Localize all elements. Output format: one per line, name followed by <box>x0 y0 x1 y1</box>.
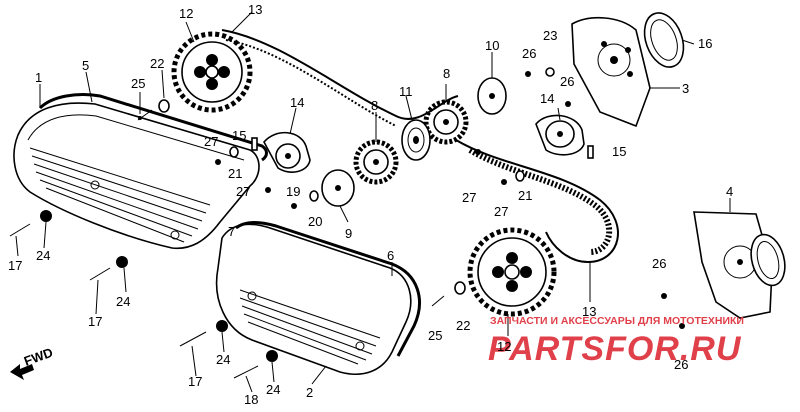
leader-lines <box>15 11 731 393</box>
callout-13b: 13 <box>582 304 596 319</box>
callout-20: 20 <box>308 214 322 229</box>
callout-17c: 17 <box>188 374 202 389</box>
hardware-parts <box>9 67 685 379</box>
drive-gear-left <box>353 139 399 185</box>
fwd-label: FWD <box>22 345 55 369</box>
callout-22a: 22 <box>150 56 164 71</box>
cover-fins-lower <box>239 289 381 365</box>
callout-27c: 27 <box>462 190 476 205</box>
gasket-16 <box>643 12 685 68</box>
callout-9: 9 <box>345 226 352 241</box>
callout-6: 6 <box>387 248 394 263</box>
callout-8a: 8 <box>371 98 378 113</box>
callout-14b: 14 <box>540 91 554 106</box>
callout-27b: 27 <box>236 184 250 199</box>
callout-4: 4 <box>726 184 733 199</box>
timing-belt-cover-upper-left <box>13 102 260 250</box>
callout-24b: 24 <box>116 294 130 309</box>
callout-17b: 17 <box>88 314 102 329</box>
callout-27a: 27 <box>204 134 218 149</box>
callout-12b: 12 <box>497 339 511 354</box>
callout-12a: 12 <box>179 6 193 21</box>
callout-17a: 17 <box>8 258 22 273</box>
callout-15b: 15 <box>612 144 626 159</box>
callout-21a: 21 <box>228 166 242 181</box>
washer-9 <box>321 169 355 207</box>
timing-belt-cover-lower-left <box>215 223 412 375</box>
callout-10: 10 <box>485 38 499 53</box>
callout-24c: 24 <box>216 352 230 367</box>
callout-24d: 24 <box>266 382 280 397</box>
callout-26a: 26 <box>522 46 536 61</box>
callout-15a: 15 <box>232 128 246 143</box>
callout-22b: 22 <box>456 318 470 333</box>
timing-belt-lower <box>455 139 619 264</box>
watermark: ЗАПЧАСТИ И АКСЕССУАРЫ ДЛЯ МОТОТЕХНИКИ PA… <box>488 315 744 368</box>
gasket-4-ring <box>750 233 786 287</box>
callout-21b: 21 <box>518 188 532 203</box>
timing-belt-upper <box>221 29 459 127</box>
callout-24a: 24 <box>36 248 50 263</box>
callout-7: 7 <box>228 224 235 239</box>
timing-pulley-lower-right <box>467 227 557 317</box>
callout-19: 19 <box>286 184 300 199</box>
callout-8b: 8 <box>443 66 450 81</box>
callout-23: 23 <box>543 28 557 43</box>
callout-27d: 27 <box>494 204 508 219</box>
belt-tensioner-right <box>535 114 585 156</box>
callout-3: 3 <box>682 81 689 96</box>
callout-1: 1 <box>35 70 42 85</box>
callout-26b: 26 <box>560 74 574 89</box>
watermark-tagline: ЗАПЧАСТИ И АКСЕССУАРЫ ДЛЯ МОТОТЕХНИКИ <box>490 315 744 327</box>
forward-arrow: FWD <box>10 345 55 380</box>
drive-gear-right <box>423 99 469 145</box>
cover-fins-upper <box>29 147 211 243</box>
callout-16: 16 <box>698 36 712 51</box>
belt-tensioner-left <box>263 131 311 173</box>
callout-25b: 25 <box>428 328 442 343</box>
callout-13a: 13 <box>248 2 262 17</box>
callout-5: 5 <box>82 58 89 73</box>
callout-18: 18 <box>244 392 258 407</box>
callout-14a: 14 <box>290 95 304 110</box>
callout-26c: 26 <box>652 256 666 271</box>
pulley-flange-11 <box>401 119 431 161</box>
callout-11: 11 <box>399 84 413 99</box>
cover-gasket-upper <box>38 93 268 162</box>
watermark-site: PARTSFOR.RU <box>488 330 742 368</box>
callout-25a: 25 <box>131 76 145 91</box>
washer-10 <box>477 77 507 115</box>
rear-plate-4 <box>693 211 773 319</box>
callout-labels: 1 2 3 4 5 6 7 8 8 9 10 11 12 12 13 13 14… <box>8 2 733 407</box>
callout-2: 2 <box>306 385 313 400</box>
callout-26d: 26 <box>674 357 688 372</box>
timing-pulley-upper-left <box>171 31 253 113</box>
rear-plate-3 <box>571 16 651 128</box>
